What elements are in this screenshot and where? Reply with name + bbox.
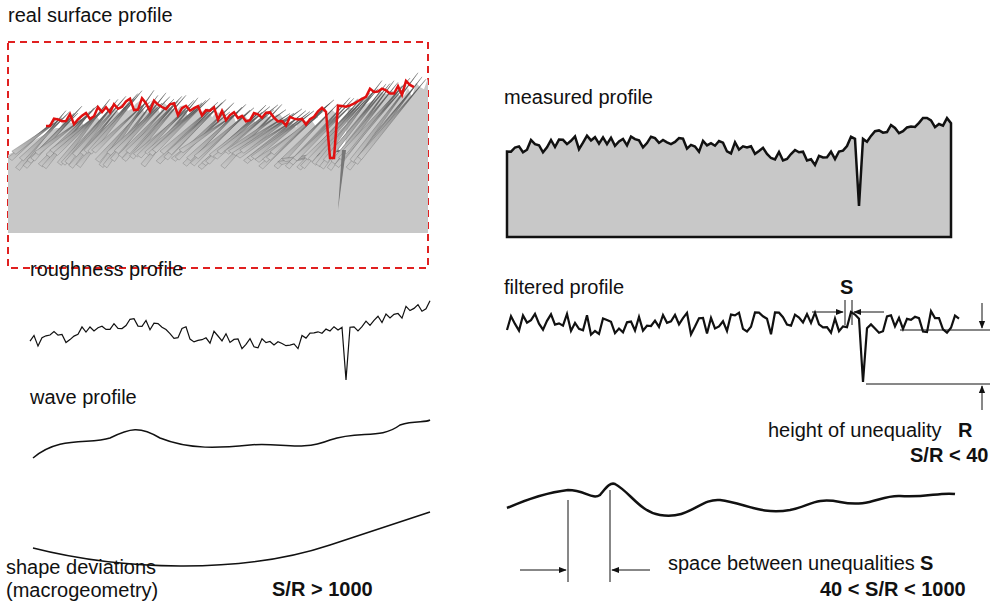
panel-label: measured profile <box>504 86 653 109</box>
dimension-symbol: S <box>840 276 853 299</box>
section-line <box>46 81 414 158</box>
dashed-frame <box>8 42 428 268</box>
ratio-label: 40 < S/R < 1000 <box>820 578 966 601</box>
dimension-symbol: R <box>958 419 972 442</box>
measured-profile <box>507 118 951 237</box>
roughness-line <box>30 301 430 380</box>
wave-line <box>33 420 430 458</box>
ratio-label: S/R > 1000 <box>272 578 373 601</box>
title-label: real surface profile <box>8 4 173 27</box>
wave-right-line <box>507 484 955 516</box>
surface-3d <box>8 73 428 233</box>
surface-pit <box>338 150 346 210</box>
panel-label: wave profile <box>30 386 137 409</box>
dimension-label: height of unequality <box>768 419 941 442</box>
surface-body <box>8 78 428 233</box>
surface-ridge <box>19 111 70 160</box>
roughness-path <box>30 301 430 380</box>
panel-label: filtered profile <box>504 276 624 299</box>
ratio-label: S/R < 40 <box>910 444 988 467</box>
measured-shape <box>507 118 951 237</box>
dimension-label: space between unequalities <box>668 552 915 575</box>
filtered-line <box>507 311 959 382</box>
panel-label: shape deviations (macrogeometry) <box>6 556 171 602</box>
panel-label: roughness profile <box>30 258 183 281</box>
dimension-lines <box>520 300 990 582</box>
dimension-symbol: S <box>920 552 933 575</box>
filtered-path <box>507 311 959 382</box>
surface-ridge <box>350 73 418 163</box>
